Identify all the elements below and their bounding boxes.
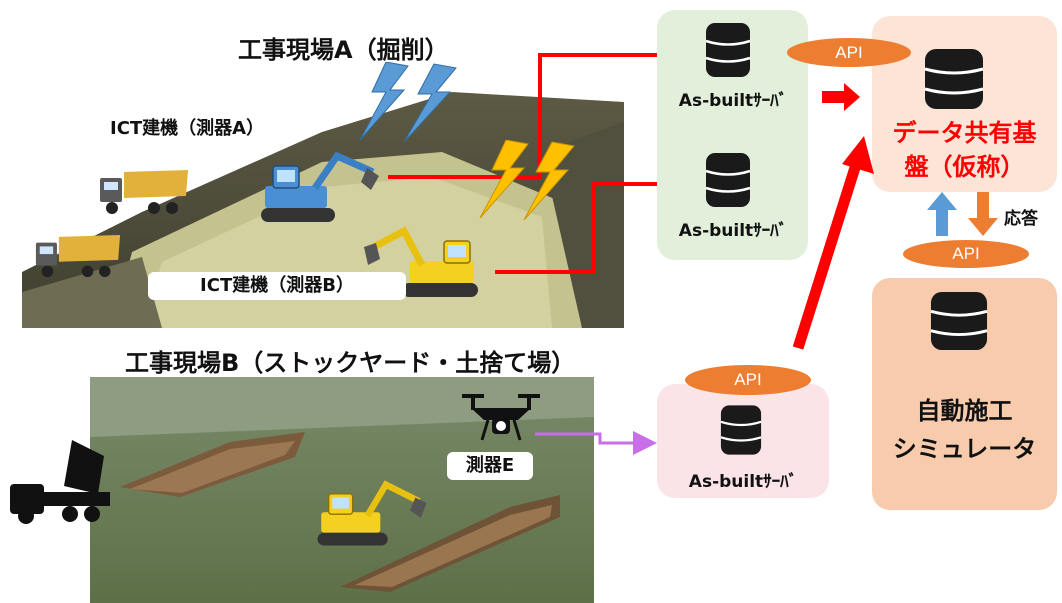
simulator-title-line2: シミュレータ — [892, 435, 1037, 463]
arrow-drone-to-server-3 — [535, 431, 657, 455]
excavator-icon — [261, 151, 379, 222]
platform-title-line2: 盤（仮称） — [904, 153, 1025, 181]
database-icon — [720, 405, 762, 455]
arrow-machine-a-to-server-1 — [388, 39, 694, 179]
request-arrow-up — [927, 192, 957, 236]
site-b-title: 工事現場B（ストックヤード・土捨て場） — [125, 349, 576, 377]
server-3-api-pill: API — [685, 365, 811, 395]
dump-truck-icon — [35, 234, 121, 278]
arrow-server-to-platform — [822, 83, 860, 111]
database-icon — [924, 49, 984, 109]
machine-b-label: ICT建機（測器B） — [148, 272, 406, 300]
arrow-server-3-to-platform — [792, 136, 874, 350]
site-a-title: 工事現場A（掘削） — [238, 36, 449, 64]
simulator-api-pill: API — [903, 240, 1029, 268]
machine-a-label: ICT建機（測器A） — [110, 118, 265, 139]
dump-truck-icon — [10, 440, 110, 524]
lightning-icon — [359, 62, 457, 142]
simulator-title-line1: 自動施工 — [916, 397, 1013, 425]
platform-title-line1: データ共有基 — [892, 119, 1037, 147]
server-2-label: As-builtｻｰﾊﾞ — [678, 221, 788, 241]
response-arrow-down — [968, 192, 998, 236]
database-icon — [705, 153, 751, 207]
server-3-label: As-builtｻｰﾊﾞ — [688, 472, 798, 492]
database-icon — [705, 23, 751, 77]
server-1-label: As-builtｻｰﾊﾞ — [678, 91, 788, 111]
excavator-icon — [364, 226, 478, 297]
platform-api-pill: API — [787, 38, 911, 67]
arrow-machine-b-to-server-2 — [495, 168, 694, 274]
drone-label: 測器E — [447, 452, 533, 480]
lightning-icon — [479, 140, 575, 220]
response-label: 応答 — [1004, 209, 1038, 229]
dump-truck-icon — [100, 170, 188, 214]
drone-icon — [462, 394, 540, 441]
database-icon — [930, 292, 988, 350]
excavator-icon — [317, 480, 427, 546]
